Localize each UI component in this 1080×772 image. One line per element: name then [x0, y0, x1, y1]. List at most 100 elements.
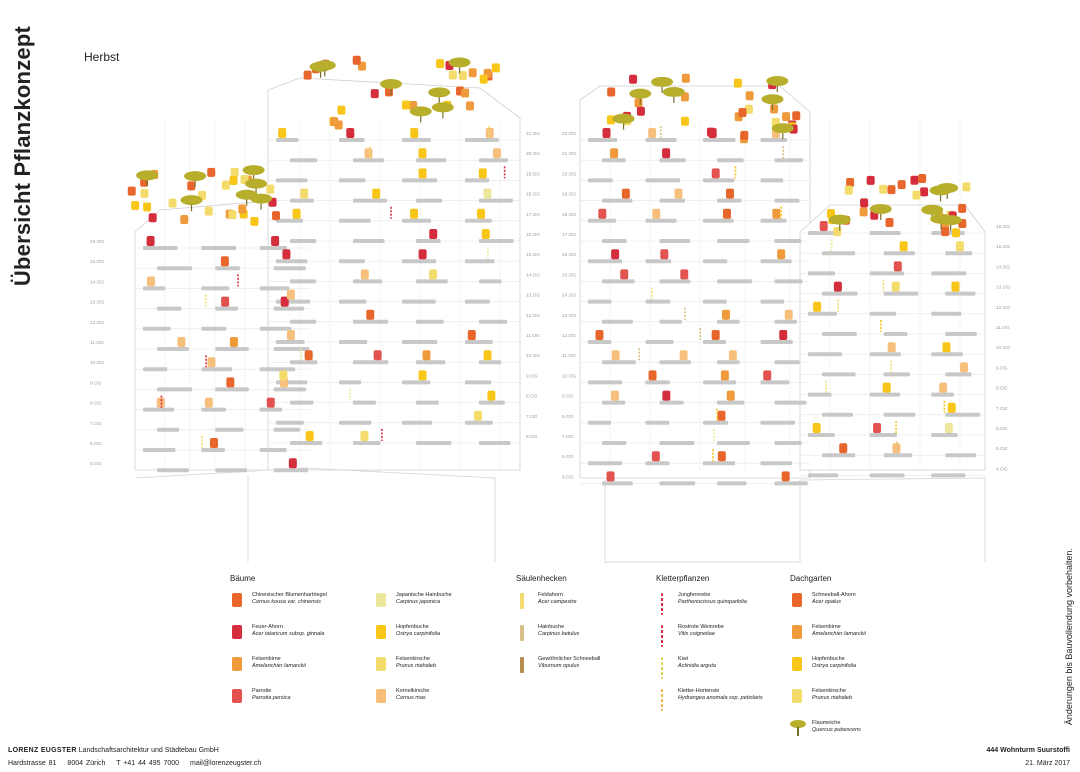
balcony-slab	[339, 178, 366, 183]
legend-swatch	[520, 657, 524, 673]
balcony-slab	[717, 319, 740, 324]
balcony-tree	[620, 269, 629, 280]
balcony-slab	[945, 372, 972, 377]
legend-swatch	[376, 593, 386, 607]
balcony-tree	[813, 301, 822, 312]
legend-name: Hainbuche	[538, 624, 565, 630]
roof-tree	[740, 130, 749, 140]
roof-tree	[131, 201, 140, 211]
balcony-slab	[588, 178, 613, 183]
balcony-slab	[479, 319, 508, 324]
legend-latin: Carpinus japonica	[396, 599, 441, 605]
building-elevation-drawing: 16.OG15.OG14.OG13.OG12.OG11.OG10.OG9.OG8…	[90, 55, 1010, 563]
floor-label: 9.OG	[526, 373, 538, 379]
floor-label: 6.OG	[996, 426, 1008, 432]
balcony-tree	[207, 357, 216, 368]
roof-tree	[738, 108, 747, 118]
balcony-slab	[402, 138, 431, 142]
roof-tree	[636, 106, 645, 116]
balcony-slab	[945, 251, 973, 256]
legend-swatch	[520, 625, 524, 641]
balcony-tree	[304, 350, 313, 361]
balcony-slab	[883, 372, 910, 377]
floor-label: 7.OG	[526, 414, 538, 420]
legend-latin: Cornus kousa var. chinensis	[252, 599, 321, 605]
roof-tree	[910, 175, 919, 185]
legend-swatch	[661, 657, 663, 679]
floor-label: 7.OG	[90, 421, 102, 427]
floor-label: 12.OG	[562, 333, 576, 339]
legend-latin: Acer tataricum subsp. ginnala	[252, 631, 325, 637]
legend-heading: Dachgarten	[790, 574, 832, 583]
balcony-slab	[339, 299, 367, 304]
balcony-slab	[259, 448, 287, 452]
project-name: 444 Wohnturm Suurstoffi	[986, 747, 1070, 754]
balcony-slab	[588, 259, 623, 264]
balcony-slab	[602, 158, 626, 163]
legend-heading: Säulenhecken	[516, 574, 567, 583]
legend-latin: Hydrangea anomala ssp. petiolaris	[678, 695, 763, 701]
roof-tree	[866, 175, 875, 185]
balcony-slab	[339, 420, 372, 425]
balcony-slab	[931, 311, 962, 316]
balcony-slab	[339, 259, 365, 264]
floor-label: 7.OG	[996, 406, 1008, 412]
balcony-slab	[479, 239, 514, 243]
balcony-slab	[883, 453, 913, 458]
balcony-tree	[481, 229, 490, 239]
balcony-slab	[659, 481, 696, 486]
legend-swatch	[790, 720, 806, 736]
oak-crown	[629, 88, 652, 99]
legend-name: Kiwi	[678, 656, 689, 662]
balcony-slab	[645, 299, 671, 304]
balcony-tree	[728, 350, 737, 361]
balcony-slab	[774, 319, 797, 324]
email-link[interactable]: mail@lorenzeugster.ch	[190, 760, 262, 767]
balcony-slab	[869, 473, 905, 478]
balcony-tree	[220, 256, 229, 267]
balcony-tree	[278, 128, 287, 138]
balcony-slab	[703, 138, 736, 142]
balcony-slab	[465, 138, 499, 142]
balcony-tree	[346, 128, 355, 138]
firm-name: LORENZ EUGSTER	[8, 747, 77, 754]
balcony-slab	[157, 468, 189, 473]
balcony-slab	[717, 481, 747, 486]
balcony-tree	[893, 261, 902, 272]
floor-label: 4.OG	[996, 466, 1008, 472]
balcony-slab	[931, 271, 967, 276]
roof-tree	[458, 71, 467, 81]
floor-label: 8.OG	[562, 414, 574, 420]
balcony-tree	[819, 221, 828, 231]
floor-label: 16.OG	[526, 232, 540, 238]
roof-tree	[204, 206, 213, 216]
balcony-slab	[143, 286, 166, 291]
oak-crown	[431, 102, 454, 113]
balcony-slab	[760, 138, 788, 142]
floor-label: 12.OG	[996, 305, 1010, 311]
oak-crown	[612, 113, 635, 124]
balcony-slab	[465, 178, 490, 183]
roof-tree	[958, 203, 967, 213]
balcony-slab	[883, 412, 916, 417]
balcony-slab	[201, 367, 233, 372]
balcony-tree	[204, 397, 213, 408]
balcony-slab	[602, 319, 633, 324]
roof-tree	[479, 74, 488, 84]
balcony-slab	[659, 360, 691, 365]
balcony-slab	[157, 306, 182, 311]
legend-name: Felsenkirsche	[396, 656, 430, 662]
facade-plant-layer	[146, 126, 969, 482]
balcony-tree	[418, 148, 427, 159]
roof-tree	[745, 91, 754, 101]
balcony-slab	[353, 279, 383, 284]
legend-latin: Parrotia persica	[252, 695, 291, 701]
balcony-tree	[648, 128, 657, 138]
balcony-slab	[774, 279, 803, 284]
balcony-slab	[416, 360, 446, 365]
balcony-slab	[479, 279, 502, 284]
